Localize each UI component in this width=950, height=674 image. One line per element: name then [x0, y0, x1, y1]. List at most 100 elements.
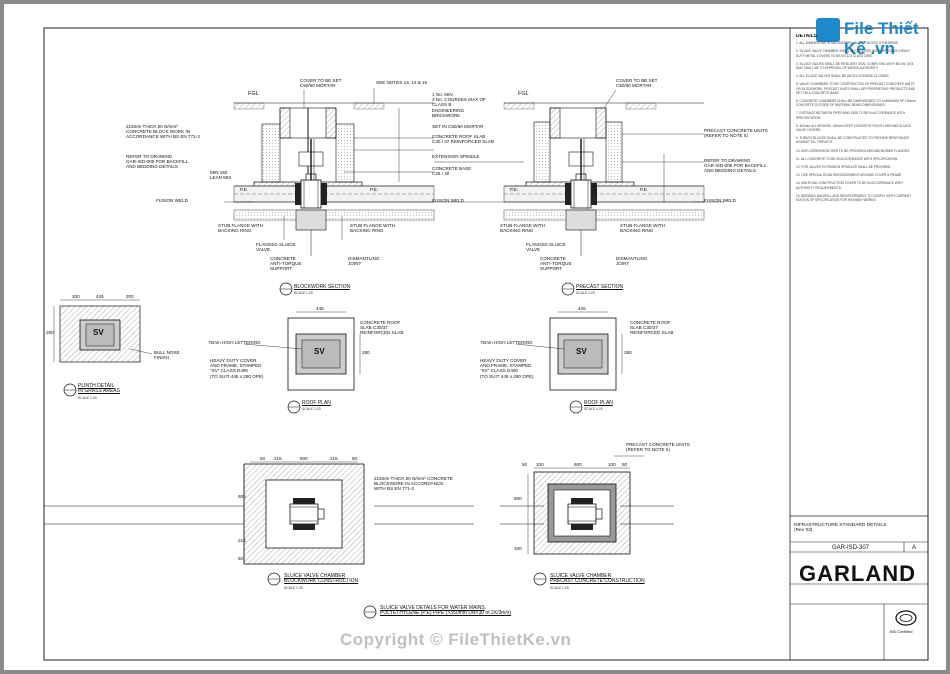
blockwork-section-title: BLOCKWORK SECTION [294, 284, 351, 290]
dim-50-c: 50 [522, 462, 528, 467]
note-item: 6. CONCRETE CHAMBERS SHALL BE DIMENSIONE… [796, 99, 916, 108]
cad-drawing [43, 27, 929, 661]
dismantling-joint-b: DISMANTLING JOINT [616, 256, 648, 267]
concrete-base-label: CONCRETE BASE C25 / 30 [432, 166, 472, 177]
conc-roof-label-a: CONCRETE ROOF SLAB C30/37 REINFORCED SLA… [360, 320, 404, 336]
roof-plan-a-title: ROOF PLAN [302, 400, 331, 406]
dim-445-b: 445 [316, 306, 324, 311]
dim-50-d: 50 [622, 462, 628, 467]
fusion-weld-label-b: FUSION WELD [432, 198, 464, 203]
dim-100-c: 100 [514, 546, 522, 551]
note-item: 13. USE SPECIAL ROAD REINSTATEMENT AROUN… [796, 173, 903, 178]
flanged-valve-label-b: FLANGED SLUICE VALVE [526, 242, 566, 253]
company-name: GARLAND [799, 561, 916, 586]
notes-list: 1. ALL DIMENSIONS IN MILLIMETRES UNLESS … [796, 41, 918, 202]
dim-200-b: 200 [126, 294, 134, 299]
blockwork-215-label-b: 215mm THICK 20 N/mm² CONCRETE BLOCKWORK … [374, 476, 453, 492]
anti-torque-label-b: CONCRETE ANTI-TORQUE SUPPORT [540, 256, 572, 272]
note-item: 3. SLUICE VALVES SHALL BE RESILIENT SEAL… [796, 61, 914, 71]
scale-g: SCALE 1:25 [550, 586, 569, 590]
sv-roof-a: SV [314, 347, 325, 356]
dismantling-joint-a: DISMANTLING JOINT [348, 256, 380, 267]
scale-a: SCALE 1:25 [294, 291, 313, 295]
chamber-a-title: SLUICE VALVE CHAMBER BLOCKWORK CONSTRUCT… [284, 573, 359, 585]
conc-roof-label-b: CONCRETE ROOF SLAB C30/37 REINFORCED SLA… [630, 320, 674, 336]
stub-flange-left-a: STUB FLANGE WITH BACKING RING [218, 223, 263, 234]
dim-50-e: 50 [238, 556, 244, 561]
note-item: 14. MIN ROAD CONSTRUCTION COVER TO BE IN… [796, 181, 903, 190]
fusion-weld-label-a: FUSION WELD [156, 198, 188, 203]
scale-d: SCALE 1:20 [302, 407, 321, 411]
main-title: SLUICE VALVE DETAILS FOR WATER MAINS POL… [380, 605, 511, 617]
note-item: 15. BEDDING BACKFILL AND REINSTATEMENT T… [796, 193, 912, 203]
blockwork-215-label: 215mm THICK 20 N/mm² CONCRETE BLOCK WORK… [126, 124, 200, 140]
dim-100-b: 100 [608, 462, 616, 467]
note-item: 12. FOR VALVES EXTENSION SPINDLES SHALL … [796, 165, 892, 170]
roof-slab-label: CONCRETE ROOF SLAB C30 / 37 REINFORCED S… [432, 134, 495, 145]
courses-label: 1 No. MIN 3 No. COURSES MAX OF CLASS B E… [432, 92, 486, 118]
dim-50-b: 50 [352, 456, 358, 461]
min150-label: MIN 150 LEAN MIX [210, 170, 232, 181]
scale-f: SCALE 1:25 [284, 586, 303, 590]
stub-flange-left-b: STUB FLANGE WITH BACKING RING [500, 223, 545, 234]
sv-plinth: SV [93, 328, 104, 337]
refer-drawing-label-a: REFER TO DRAWING GAR-ISD-005 FOR BACKFIL… [126, 154, 189, 170]
scale-c: SCALE 1:20 [78, 396, 97, 400]
dim-215-a: 215 [274, 456, 282, 461]
bull-nose-label: BULL NOSE FINISH [154, 350, 180, 361]
pe-label-b: P.E. [370, 187, 379, 192]
revision: A [912, 545, 917, 551]
pe-label-a: P.E. [240, 187, 249, 192]
chamber-b-title: SLUICE VALVE CHAMBER PRECAST CONCRETE CO… [550, 573, 645, 585]
dim-215-b: 215 [330, 456, 338, 461]
roof-plan-b-title: ROOF PLAN [584, 400, 613, 406]
fgl-label-b: FGL [518, 91, 529, 97]
logo-text: File Thiết Kế .vn [844, 19, 919, 58]
precast-section-title: PRECAST SECTION [576, 284, 624, 290]
dim-445-a: 445 [96, 294, 104, 299]
note-item: 7. DISTANCE BETWEEN PIPES AND SIDE TO BE… [796, 111, 905, 120]
note-item: 4. ALL SLUICE VALVES SHALL BE ANTICLOCKW… [796, 74, 890, 79]
notes-header: DETAILS [796, 34, 818, 39]
notes-panel: DETAILS 1. ALL DIMENSIONS IN MILLIMETRES… [796, 34, 918, 514]
refer-drawing-label-b: REFER TO DRAWING GAR-ISD-005 FOR BACKFIL… [704, 158, 767, 174]
precast-section [503, 102, 705, 256]
flanged-valve-label-a: FLANGED SLUICE VALVE [256, 242, 296, 253]
pe-label-d: P.E. [640, 187, 649, 192]
drawing-sheet: File Thiết Kế .vn COVER TO BE SET C50/60… [4, 4, 946, 670]
dim-600-a: 600 [300, 456, 308, 461]
dim-200-a: 200 [72, 294, 80, 299]
fusion-weld-label-c: FUSION WELD [704, 198, 736, 203]
lettering-label-b: 75mm HIGH LETTERING [480, 340, 533, 345]
stub-flange-right-a: STUB FLANGE WITH BACKING RING [350, 223, 395, 234]
blockwork-section [233, 102, 435, 256]
note-item: 5. VALVE CHAMBERS TO BE CONSTRUCTED OF P… [796, 82, 916, 95]
note-item: 1. ALL DIMENSIONS IN MILLIMETRES UNLESS … [796, 41, 899, 46]
dim-280-c: 280 [624, 350, 632, 355]
dim-600-c: 600 [238, 494, 246, 499]
set-mortar-label: SET IN C50/60 MORTAR [432, 124, 484, 129]
scale-e: SCALE 1:20 [584, 407, 603, 411]
scale-b: SCALE 1:25 [576, 291, 595, 295]
dim-600-d: 600 [514, 496, 522, 501]
bsi-certified: BSI Certified [890, 629, 913, 634]
fgl-label-a: FGL [248, 91, 259, 97]
note-item: 2. SLUICE VALVE CHAMBER SHALL BE COVERED… [796, 49, 911, 58]
dim-600-b: 600 [574, 462, 582, 467]
note-item: 11. ALL CONCRETE TO BE IN ACCORDANCE WIT… [796, 156, 899, 161]
drawing-title: INFRASTRUCTURE STANDARD DETAILS (Rev 03) [794, 523, 887, 534]
dim-215-c: 215 [238, 538, 246, 543]
dim-280-a: 280 [46, 330, 54, 335]
cover-frame-label-b: HEAVY DUTY COVER AND FRAME, STAMPED "SV"… [480, 358, 534, 379]
note-item: 10. ANTI-CORROSION TAPE TO BE PROVIDED A… [796, 148, 911, 153]
pe-label-c: P.E. [510, 187, 519, 192]
extension-spindle-label: EXTENSION SPINDLE [432, 154, 480, 159]
cover-frame-label-a: HEAVY DUTY COVER AND FRAME, STAMPED "SV"… [210, 358, 264, 379]
precast-units-label: PRECAST CONCRETE UNITS (REFER TO NOTE 5) [704, 128, 768, 139]
precast-units-label-b: PRECAST CONCRETE UNITS (REFER TO NOTE 5) [626, 442, 690, 453]
drawing-number: GAR-ISD-307 [832, 545, 870, 551]
lettering-label-a: 75mm HIGH LETTERING [208, 340, 261, 345]
dim-445-c: 445 [578, 306, 586, 311]
copyright-watermark: Copyright © FileThietKe.vn [340, 630, 572, 649]
dim-100-a: 100 [536, 462, 544, 467]
